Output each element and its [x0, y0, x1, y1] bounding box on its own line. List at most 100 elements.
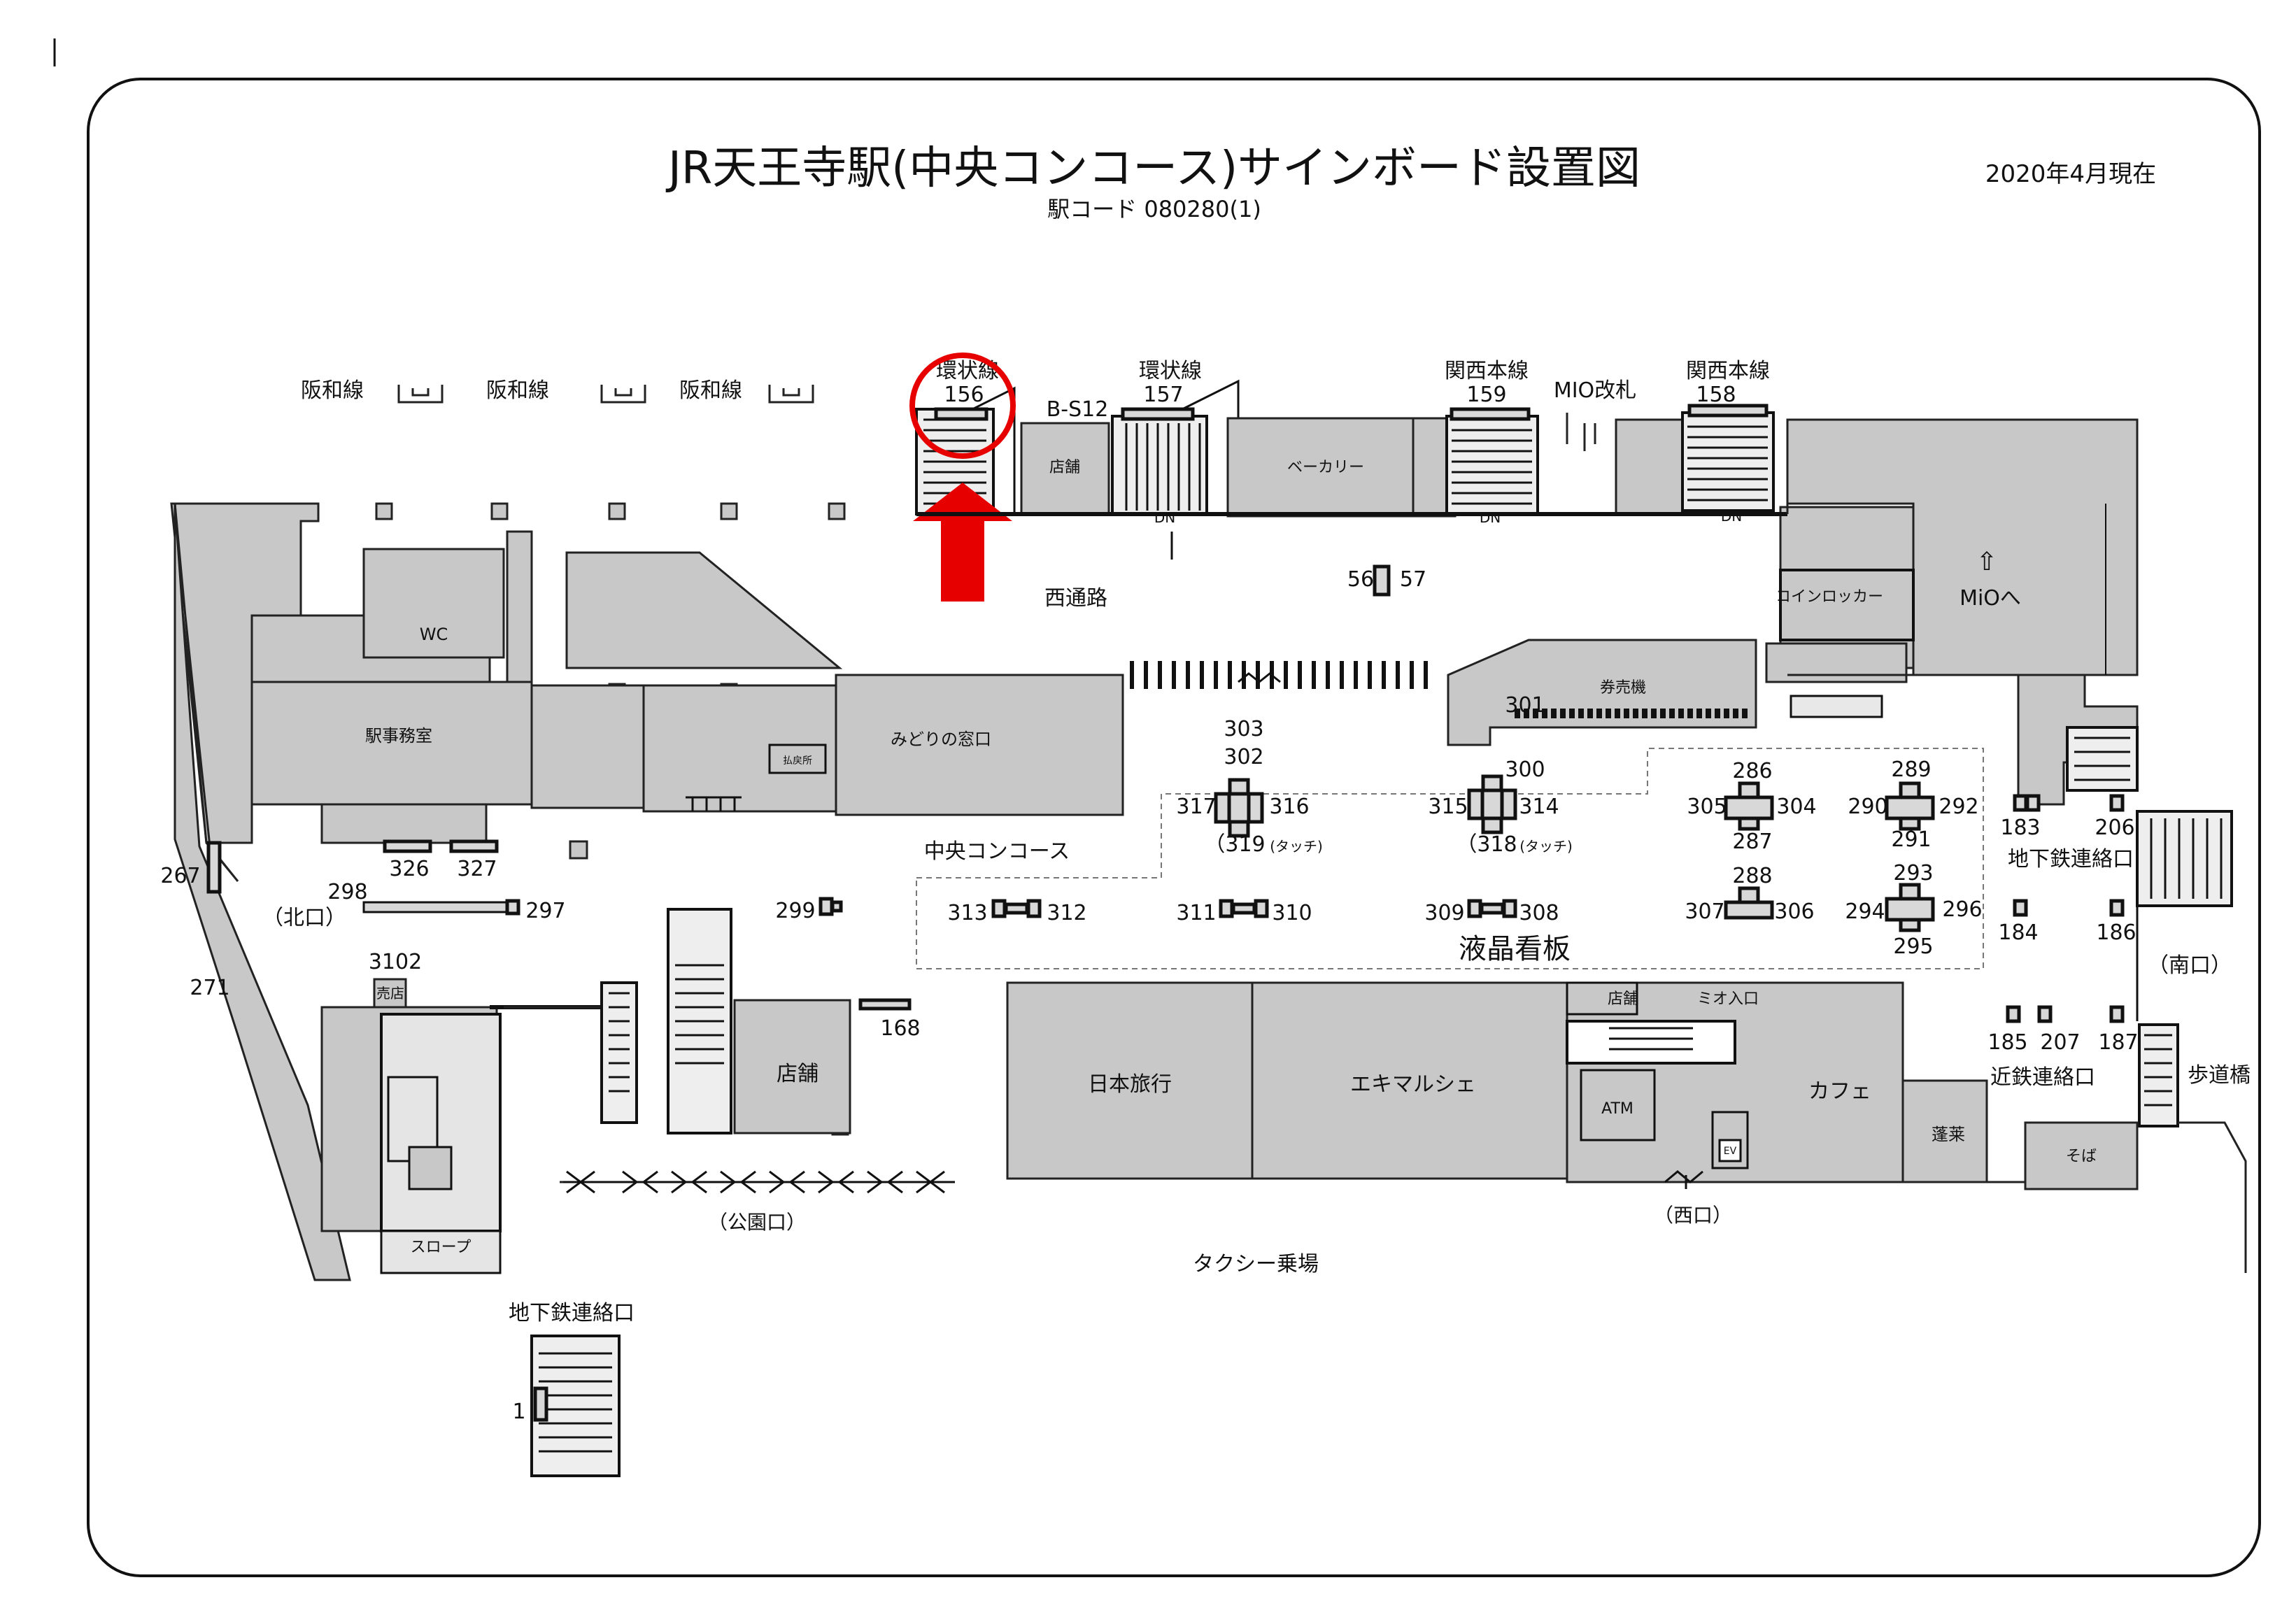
- as-of-date: 2020年4月現在: [1985, 160, 2156, 188]
- board-290: 290: [1848, 795, 1887, 819]
- board-206-label: 206: [2095, 816, 2134, 840]
- svg-text:みどりの窓口: みどりの窓口: [891, 730, 991, 749]
- board-183-label: 183: [2000, 816, 2040, 840]
- board-327-label: 327: [457, 857, 497, 881]
- svg-text:店舗: 店舗: [1608, 990, 1638, 1008]
- board-310-label: 310: [1272, 901, 1312, 925]
- north-exit: （北口）: [262, 906, 346, 930]
- board-310: [1254, 899, 1269, 918]
- slope: [380, 1230, 502, 1274]
- svg-text:券売機: 券売機: [1600, 679, 1646, 697]
- board-287: 287: [1732, 830, 1772, 854]
- escalator-mio: [1566, 1020, 1736, 1065]
- svg-text:売店: 売店: [376, 985, 404, 1002]
- ticket-machines: [1447, 639, 1757, 746]
- board-56: 56: [1347, 567, 1374, 592]
- hanwa-platforms: 阪和線 阪和線 阪和線: [301, 378, 814, 404]
- board-319-touch: (タッチ): [1270, 838, 1323, 855]
- line-label-kanjo: 環状線: [1139, 359, 1202, 383]
- board-304: 304: [1776, 795, 1816, 819]
- board-267-label: 267: [160, 864, 200, 888]
- board-326: [383, 839, 432, 853]
- highlight-circle: [909, 353, 1016, 459]
- kiosk: [373, 978, 407, 1009]
- board-206: [2109, 794, 2125, 812]
- soba-shop: [2024, 1121, 2139, 1190]
- subway-link-stair-east: [2066, 726, 2139, 792]
- svg-text:コインロッカー: コインロッカー: [1776, 588, 1883, 606]
- subway-link-east: 地下鉄連絡口: [2008, 847, 2134, 871]
- line-label-kansai: 関西本線: [1686, 359, 1770, 383]
- board-315: 315: [1428, 795, 1468, 819]
- gate-mark: [1566, 413, 1596, 451]
- cafe: カフェ: [1808, 1079, 1871, 1104]
- board-168: [858, 998, 912, 1011]
- central-concourse: 中央コンコース: [924, 839, 1070, 864]
- west-passage: 西通路: [1044, 586, 1107, 611]
- west-exit-gate: [1664, 1170, 1703, 1189]
- subway-link-west: 地下鉄連絡口: [509, 1301, 635, 1325]
- board-156: 156: [944, 383, 984, 407]
- board-317: 317: [1176, 795, 1216, 819]
- board-158: 158: [1696, 383, 1736, 407]
- board-318-touch: (タッチ): [1519, 838, 1573, 855]
- board-185-label: 185: [1987, 1030, 2027, 1055]
- board-313: [991, 899, 1007, 918]
- board-271-label: 271: [190, 976, 229, 1000]
- board-298-label: 298: [327, 880, 367, 904]
- atm: [1580, 1069, 1656, 1141]
- board-311-label: 311: [1176, 901, 1216, 925]
- board-302: 302: [1224, 745, 1263, 769]
- svg-text:駅事務室: 駅事務室: [365, 726, 432, 746]
- line-label-hanwa: 阪和線: [679, 378, 742, 403]
- board-168-label: 168: [880, 1016, 920, 1041]
- stair-block: [506, 530, 533, 683]
- board-306: 306: [1774, 899, 1814, 924]
- board-326-label: 326: [389, 857, 429, 881]
- park-exit-gates: [566, 1170, 945, 1194]
- kiosk-cluster-294-296: [1885, 883, 1935, 932]
- west-exit: （西口）: [1654, 1204, 1732, 1227]
- svg-text:払戻所: 払戻所: [783, 755, 812, 767]
- board-314: 314: [1519, 795, 1559, 819]
- svg-text:ATM: ATM: [1601, 1100, 1634, 1118]
- mio-entrance: ミオ入口: [1697, 990, 1759, 1008]
- board-303: 303: [1224, 717, 1263, 741]
- stair-mark: [768, 385, 814, 404]
- taxi-stand: タクシー乗場: [1193, 1252, 1319, 1276]
- board-159: 159: [1466, 383, 1506, 407]
- kiosk-cluster-305-304: [1724, 781, 1774, 831]
- board-289: 289: [1891, 757, 1931, 782]
- horai-shop: [1901, 1079, 1988, 1183]
- kiosk-cluster-290-292: [1885, 781, 1935, 831]
- board-291: 291: [1891, 827, 1931, 852]
- station-code: 駅コード 080280(1): [1047, 196, 1261, 222]
- board-316: 316: [1269, 795, 1309, 819]
- board-312: [1026, 899, 1042, 918]
- board-312-label: 312: [1047, 901, 1086, 925]
- kintetsu-link: 近鉄連絡口: [1990, 1065, 2095, 1090]
- station-office: [250, 681, 533, 806]
- shop-small: [1566, 981, 1638, 1016]
- lcd-label: 液晶看板: [1459, 933, 1571, 965]
- board-294: 294: [1845, 899, 1885, 924]
- map-title: JR天王寺駅(中央コンコース)サインボード設置図: [665, 143, 1640, 194]
- stair-158: [1681, 404, 1775, 512]
- board-288: 288: [1732, 864, 1772, 888]
- svg-text:EV: EV: [1724, 1146, 1737, 1157]
- board-1: 1: [512, 1400, 525, 1424]
- board-292: 292: [1939, 795, 1978, 819]
- board-299: [819, 897, 834, 916]
- board-187-label: 187: [2098, 1030, 2138, 1055]
- kiosk-cluster-307-306: [1724, 886, 1774, 920]
- map-frame: [87, 78, 2261, 1577]
- lcd-zone: [916, 748, 1984, 969]
- board-319: （319: [1204, 832, 1265, 857]
- board-308: [1502, 899, 1517, 918]
- board-184: [2013, 899, 2028, 917]
- wall: [2178, 1121, 2247, 1273]
- shop-mid: [733, 999, 851, 1134]
- line-label-hanwa: 阪和線: [301, 378, 364, 403]
- board-299-label: 299: [775, 899, 815, 923]
- board-157: 157: [1143, 383, 1183, 407]
